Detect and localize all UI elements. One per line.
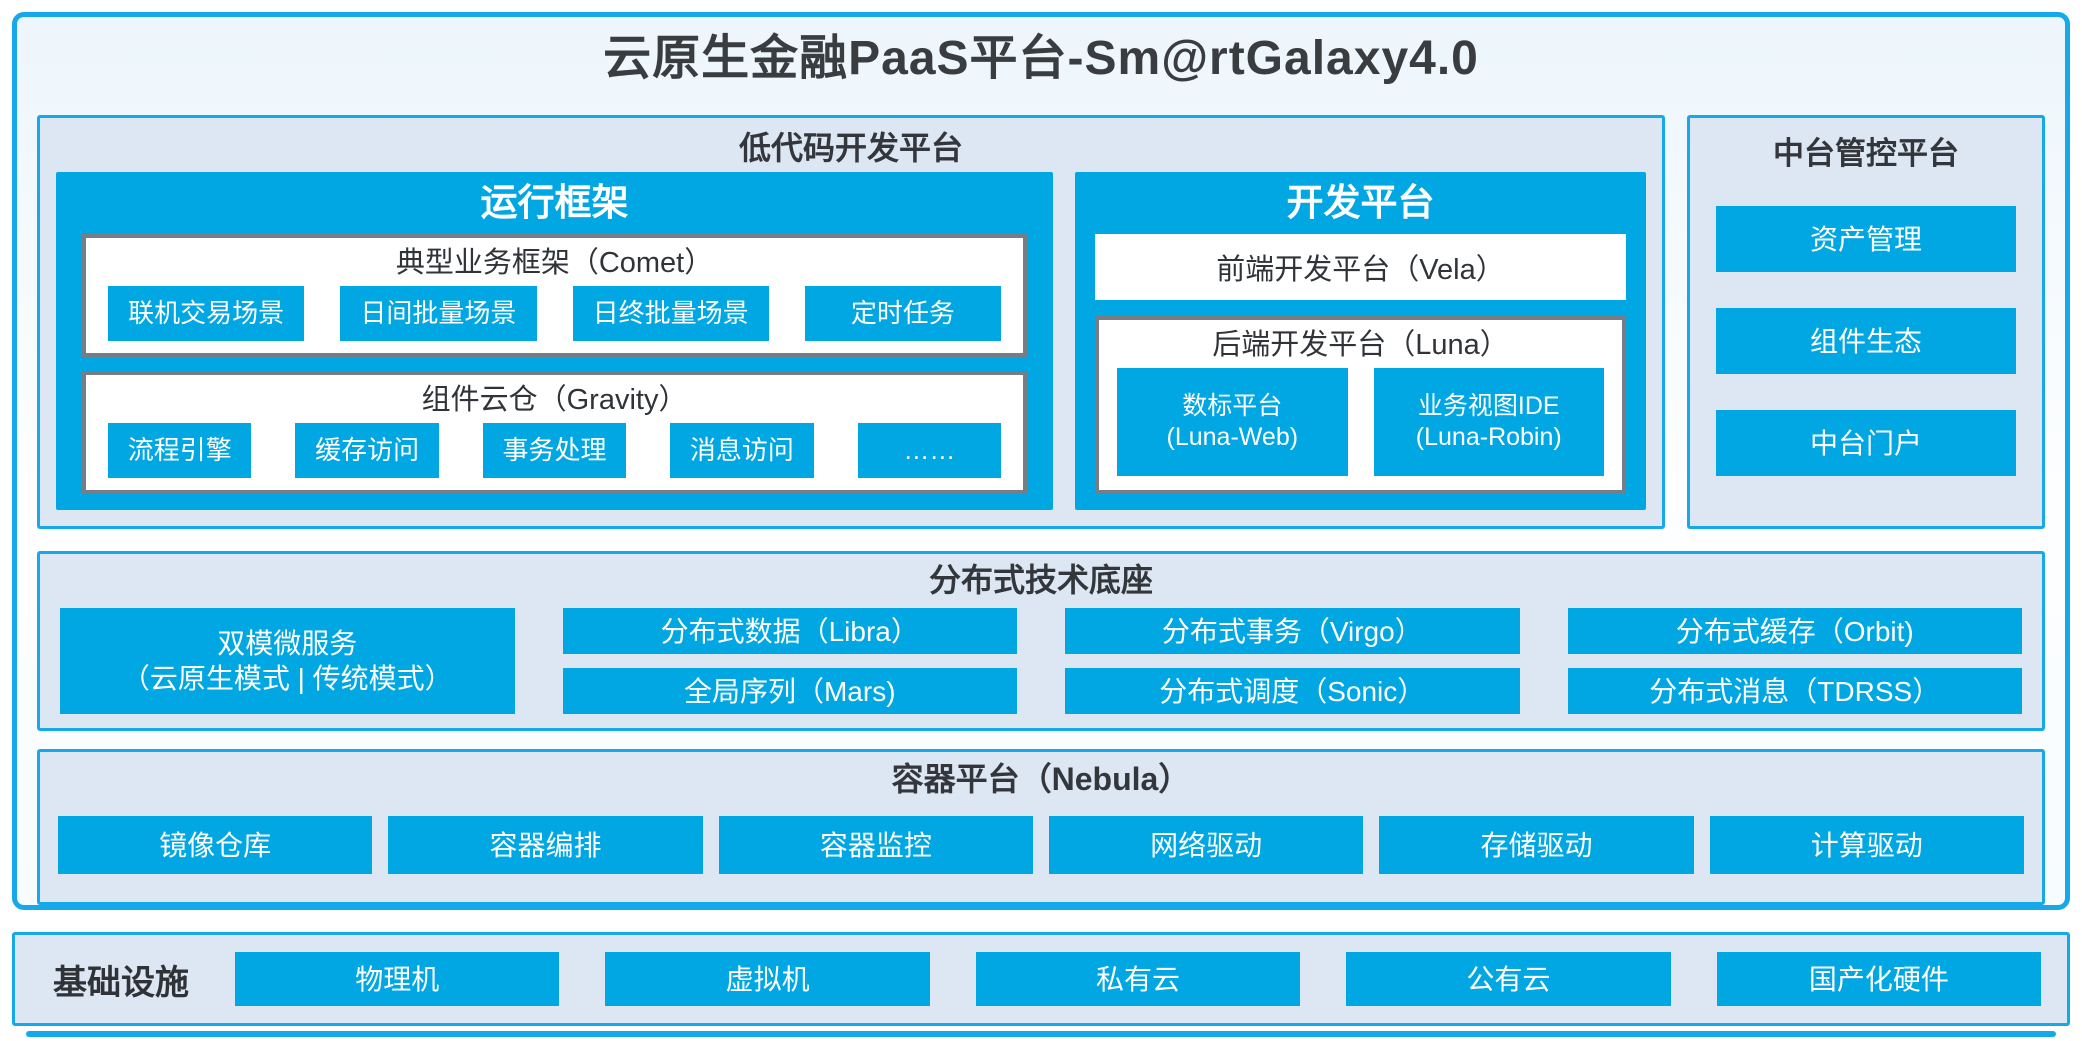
compute-driver-box: 计算驱动 [1709,816,2024,874]
page-title: 云原生金融PaaS平台-Sm@rtGalaxy4.0 [603,32,1479,85]
luna-web-box: 数标平台 (Luna-Web) [1117,368,1348,476]
gravity-warehouse-card: 组件云仓（Gravity） 流程引擎 缓存访问 事务处理 消息访问 …… [82,371,1028,494]
gravity-item-cache-access: 缓存访问 [295,423,439,478]
asset-management-box: 资产管理 [1716,206,2016,272]
infrastructure-panel: 基础设施 物理机 虚拟机 私有云 公有云 国产化硬件 [12,932,2070,1026]
container-items-row: 镜像仓库 容器编排 容器监控 网络驱动 存储驱动 计算驱动 [58,816,2024,874]
distributed-data-box: 分布式数据（Libra） [562,608,1017,654]
distributed-col-micro: 双模微服务 （云原生模式 | 传统模式） [60,608,515,714]
container-orchestration-box: 容器编排 [388,816,703,874]
luna-items-row: 数标平台 (Luna-Web) 业务视图IDE (Luna-Robin) [1117,368,1604,476]
distributed-col-1: 分布式数据（Libra） 全局序列（Mars) [562,608,1017,714]
virtual-machine-box: 虚拟机 [605,952,930,1006]
gravity-items-row: 流程引擎 缓存访问 事务处理 消息访问 …… [108,423,1002,478]
distributed-base-panel: 分布式技术底座 双模微服务 （云原生模式 | 传统模式） 分布式数据（Libra… [37,551,2045,731]
luna-web-label: 数标平台 [1182,391,1283,420]
luna-robin-sublabel: (Luna-Robin) [1415,423,1562,451]
physical-machine-box: 物理机 [235,952,560,1006]
distributed-scheduling-box: 分布式调度（Sonic） [1065,668,1520,714]
midplatform-title: 中台管控平台 [1773,136,1959,171]
luna-robin-box: 业务视图IDE (Luna-Robin) [1373,368,1604,476]
component-ecosystem-box: 组件生态 [1716,308,2016,374]
midplatform-portal-box: 中台门户 [1716,410,2016,476]
dual-mode-label: 双模微服务 [217,628,358,659]
luna-backend-title: 后端开发平台（Luna） [1212,329,1509,361]
luna-web-sublabel: (Luna-Web) [1166,423,1299,451]
storage-driver-box: 存储驱动 [1379,816,1694,874]
comet-item-eod-batch: 日终批量场景 [572,286,769,341]
gravity-item-message-access: 消息访问 [670,423,814,478]
container-monitoring-box: 容器监控 [718,816,1033,874]
container-platform-title: 容器平台（Nebula） [891,761,1191,797]
gravity-item-ellipsis: …… [857,423,1002,478]
global-sequence-box: 全局序列（Mars) [562,668,1017,714]
distributed-base-title: 分布式技术底座 [928,562,1153,598]
platform-frame: 云原生金融PaaS平台-Sm@rtGalaxy4.0 低代码开发平台 运行框架 … [12,12,2070,910]
comet-item-online-trading: 联机交易场景 [108,286,305,341]
public-cloud-box: 公有云 [1346,952,1671,1006]
bottom-accent-line [26,1031,2056,1037]
distributed-message-box: 分布式消息（TDRSS） [1567,668,2022,714]
gravity-item-process-engine: 流程引擎 [108,423,252,478]
gravity-warehouse-title: 组件云仓（Gravity） [421,384,688,416]
domestic-hardware-box: 国产化硬件 [1716,952,2042,1006]
infrastructure-title: 基础设施 [53,963,189,1002]
lowcode-platform-panel: 低代码开发平台 运行框架 典型业务框架（Comet） 联机交易场景 日间批量场景… [37,115,1665,529]
luna-backend-card: 后端开发平台（Luna） 数标平台 (Luna-Web) 业务视图IDE (Lu… [1095,316,1626,494]
comet-item-scheduled-task: 定时任务 [804,286,1002,341]
private-cloud-box: 私有云 [975,952,1301,1006]
comet-items-row: 联机交易场景 日间批量场景 日终批量场景 定时任务 [108,286,1002,341]
distributed-cache-box: 分布式缓存（Orbit) [1567,608,2022,654]
gravity-item-transaction: 事务处理 [482,423,627,478]
lowcode-platform-title: 低代码开发平台 [738,130,963,166]
luna-robin-label: 业务视图IDE [1417,391,1560,420]
top-section: 低代码开发平台 运行框架 典型业务框架（Comet） 联机交易场景 日间批量场景… [37,115,2045,529]
vela-frontend-card: 前端开发平台（Vela） [1095,234,1626,300]
dev-platform-title: 开发平台 [1286,182,1435,223]
midplatform-panel: 中台管控平台 资产管理 组件生态 中台门户 [1687,115,2045,529]
comet-framework-card: 典型业务框架（Comet） 联机交易场景 日间批量场景 日终批量场景 定时任务 [82,234,1028,357]
dual-mode-microservice-box: 双模微服务 （云原生模式 | 传统模式） [60,608,515,714]
comet-item-daytime-batch: 日间批量场景 [340,286,537,341]
distributed-content: 双模微服务 （云原生模式 | 传统模式） 分布式数据（Libra） 全局序列（M… [60,608,2022,714]
dual-mode-sublabel: （云原生模式 | 传统模式） [121,663,453,694]
lowcode-content: 运行框架 典型业务框架（Comet） 联机交易场景 日间批量场景 日终批量场景 … [56,172,1646,510]
network-driver-box: 网络驱动 [1048,816,1364,874]
runtime-framework-panel: 运行框架 典型业务框架（Comet） 联机交易场景 日间批量场景 日终批量场景 … [56,172,1054,510]
runtime-framework-title: 运行框架 [480,182,629,223]
distributed-transaction-box: 分布式事务（Virgo） [1065,608,1520,654]
container-platform-panel: 容器平台（Nebula） 镜像仓库 容器编排 容器监控 网络驱动 存储驱动 计算… [37,749,2045,905]
distributed-col-2: 分布式事务（Virgo） 分布式调度（Sonic） [1065,608,1520,714]
comet-framework-title: 典型业务框架（Comet） [395,247,714,279]
distributed-col-3: 分布式缓存（Orbit) 分布式消息（TDRSS） [1567,608,2022,714]
image-registry-box: 镜像仓库 [58,816,373,874]
dev-platform-panel: 开发平台 前端开发平台（Vela） 后端开发平台（Luna） 数标平台 (Lun… [1075,172,1646,510]
